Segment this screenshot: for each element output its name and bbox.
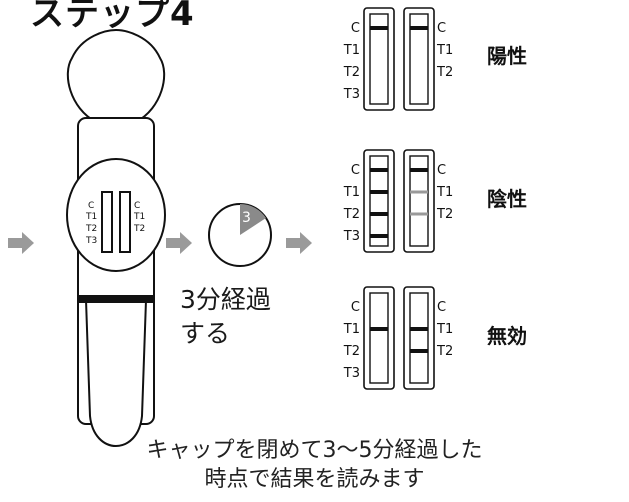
timer-caption-line1: 3分経過 <box>180 285 271 314</box>
device-right-label: C <box>134 201 140 211</box>
arrow-icon <box>8 232 34 254</box>
footer-instructions: キャップを閉めて3〜5分経過した 時点で結果を読みます <box>0 436 629 494</box>
strip-left-label: T2 <box>343 207 360 222</box>
strip-right-label: C <box>437 21 446 36</box>
device-window-labels: C T1 T2 T3 C T1 T2 <box>85 201 145 246</box>
device-left-label: T3 <box>85 236 97 246</box>
strip-window <box>409 155 429 247</box>
result-label-positive: 陽性 <box>487 44 527 68</box>
test-band <box>370 190 388 194</box>
strip-right-label: T1 <box>436 185 453 200</box>
result-label-invalid: 無効 <box>487 324 527 348</box>
test-band <box>370 234 388 238</box>
strip-left-label: C <box>351 21 360 36</box>
timer-minute-mark: 3 <box>242 210 251 226</box>
strip-window <box>369 13 389 105</box>
result-label-negative: 陰性 <box>487 187 527 211</box>
timer-caption: 3分経過 する <box>180 283 271 351</box>
test-band <box>370 212 388 216</box>
strip-right-label: T2 <box>436 207 453 222</box>
strip-window <box>409 13 429 105</box>
strip-window <box>369 155 389 247</box>
footer-line2: 時点で結果を読みます <box>204 467 425 492</box>
timer-clock-icon <box>208 203 272 267</box>
strip-left-label: T3 <box>343 87 360 102</box>
test-band <box>370 26 388 30</box>
strip-left-label: T3 <box>343 229 360 244</box>
test-band <box>410 168 428 172</box>
strip-left-label: T1 <box>343 185 360 200</box>
strip-window <box>409 292 429 384</box>
device-right-label: T2 <box>133 224 145 234</box>
test-band <box>410 26 428 30</box>
device-right-label: T1 <box>133 212 145 222</box>
strip-right-label: C <box>437 163 446 178</box>
device-left-label: T1 <box>85 212 97 222</box>
test-device <box>66 28 166 448</box>
strip-left-label: T3 <box>343 366 360 381</box>
arrow-icon <box>166 232 192 254</box>
timer-caption-line2: する <box>180 319 231 348</box>
test-band <box>410 327 428 331</box>
faint-band <box>410 190 428 194</box>
test-band <box>410 349 428 353</box>
strip-left-label: C <box>351 300 360 315</box>
strip-left-label: C <box>351 163 360 178</box>
strip-left-label: T2 <box>343 65 360 80</box>
strip-right-label: T2 <box>436 65 453 80</box>
device-left-label: C <box>88 201 94 211</box>
strip-left-label: T1 <box>343 43 360 58</box>
strip-right-label: T1 <box>436 43 453 58</box>
strip-right-label: T1 <box>436 322 453 337</box>
device-left-label: T2 <box>85 224 97 234</box>
strip-left-label: T2 <box>343 344 360 359</box>
strip-right-label: C <box>437 300 446 315</box>
strip-window <box>369 292 389 384</box>
test-band <box>370 168 388 172</box>
arrow-icon <box>286 232 312 254</box>
test-band <box>370 327 388 331</box>
step-title: ステップ4 <box>30 0 195 34</box>
strip-right-label: T2 <box>436 344 453 359</box>
strip-left-label: T1 <box>343 322 360 337</box>
faint-band <box>410 212 428 216</box>
footer-line1: キャップを閉めて3〜5分経過した <box>146 438 483 463</box>
